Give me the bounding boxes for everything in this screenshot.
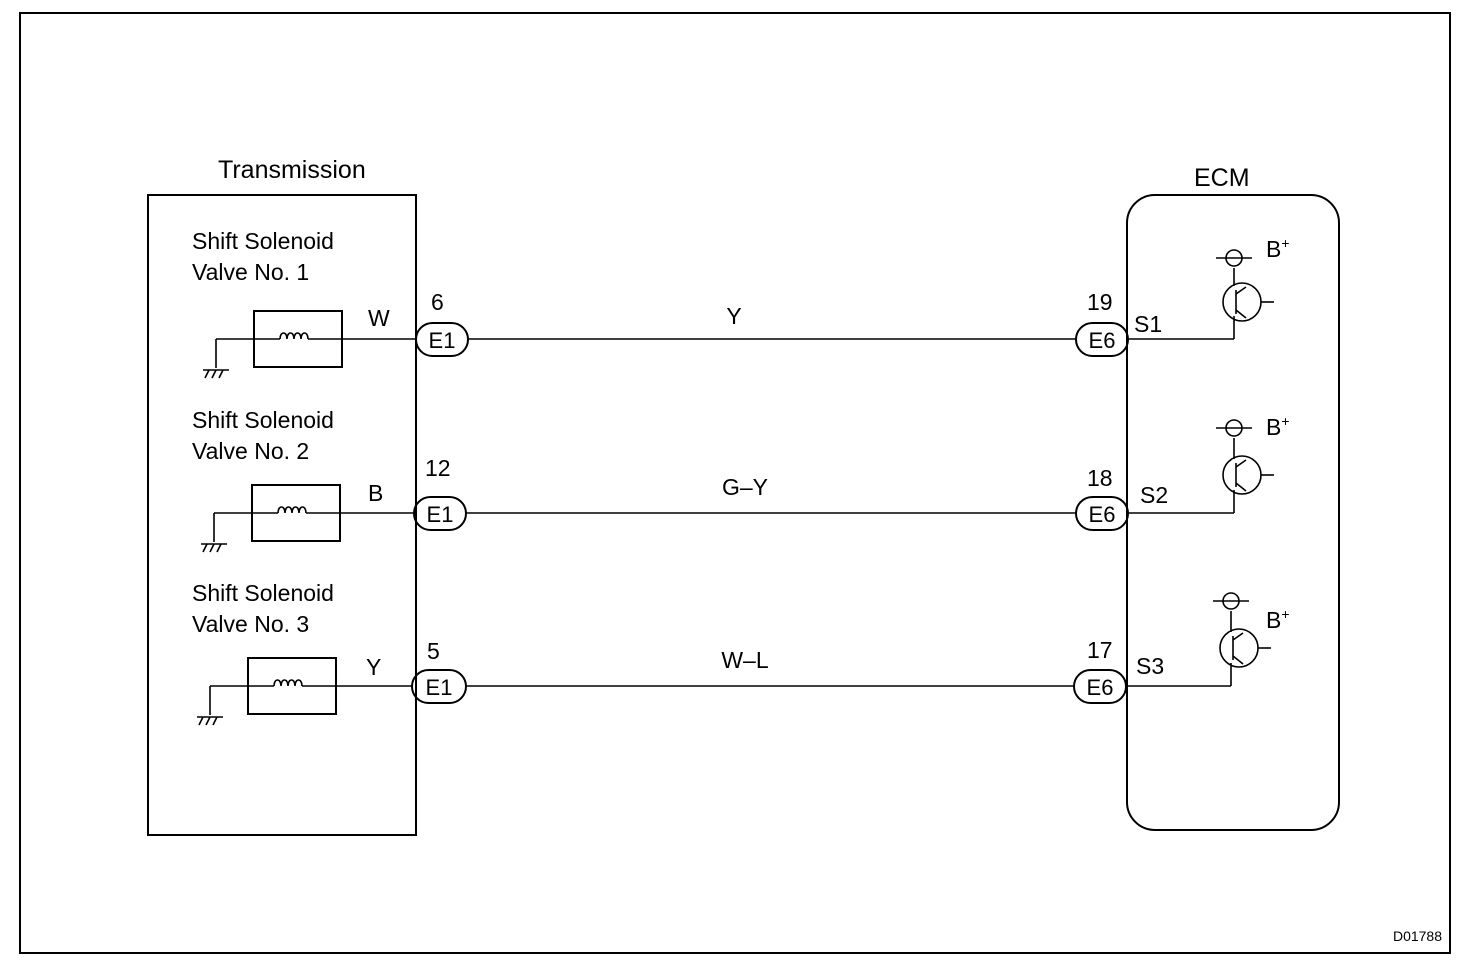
- valve-2-label-line1: Shift Solenoid: [192, 407, 334, 433]
- ground-symbol-icon: [203, 338, 254, 379]
- valve-2-wire-color: B: [368, 480, 383, 506]
- e6-pin-18: 18: [1087, 465, 1113, 491]
- valve-3-label-line1: Shift Solenoid: [192, 580, 334, 606]
- valve-3-wire-color: Y: [366, 654, 381, 680]
- ecm-supply-b-plus: B+: [1266, 413, 1290, 440]
- valve-1-label-line2: Valve No. 1: [192, 259, 309, 285]
- valve-2-label-line2: Valve No. 2: [192, 438, 309, 464]
- ecm-signal-s3: S3: [1136, 653, 1164, 679]
- ecm-supply-b-plus: B+: [1266, 606, 1290, 633]
- transistor-icon: [1126, 592, 1271, 687]
- e6-pin-17: 17: [1087, 637, 1113, 663]
- harness-wire-3-color: W–L: [721, 647, 769, 673]
- connector-e6-label: E6: [1087, 675, 1114, 700]
- transmission-title: Transmission: [218, 156, 366, 184]
- coil-icon: [277, 506, 307, 514]
- circuit-row-1: Shift Solenoid Valve No. 1 W 6 E1 Y 19 E…: [192, 228, 1290, 379]
- e1-pin-5: 5: [427, 638, 440, 664]
- valve-1-label-line1: Shift Solenoid: [192, 228, 334, 254]
- ecm-signal-s2: S2: [1140, 482, 1168, 508]
- coil-icon: [273, 679, 303, 687]
- coil-icon: [279, 332, 309, 340]
- valve-3-label-line2: Valve No. 3: [192, 611, 309, 637]
- e6-pin-19: 19: [1087, 289, 1113, 315]
- harness-wire-1-color: Y: [726, 303, 741, 329]
- connector-e1-label: E1: [427, 502, 454, 527]
- circuit-row-2: Shift Solenoid Valve No. 2 B 12 E1 G–Y 1…: [192, 407, 1290, 553]
- ecm-signal-s1: S1: [1134, 311, 1162, 337]
- transistor-icon: [1128, 419, 1274, 514]
- connector-e6-label: E6: [1089, 502, 1116, 527]
- connector-e1-label: E1: [429, 328, 456, 353]
- ground-symbol-icon: [197, 685, 248, 726]
- ground-symbol-icon: [201, 512, 252, 553]
- diagram-frame: [19, 12, 1451, 954]
- harness-wire-2-color: G–Y: [722, 474, 768, 500]
- e1-pin-12: 12: [425, 455, 451, 481]
- e1-pin-6: 6: [431, 289, 444, 315]
- transistor-icon: [1128, 249, 1274, 340]
- ecm-supply-b-plus: B+: [1266, 235, 1290, 262]
- ecm-title: ECM: [1194, 164, 1250, 192]
- connector-e1-label: E1: [426, 675, 453, 700]
- figure-code: D01788: [1393, 928, 1442, 944]
- connector-e6-label: E6: [1089, 328, 1116, 353]
- valve-1-wire-color: W: [368, 305, 390, 331]
- transmission-box: [147, 194, 417, 836]
- circuit-row-3: Shift Solenoid Valve No. 3 Y 5 E1 W–L 17…: [192, 580, 1290, 726]
